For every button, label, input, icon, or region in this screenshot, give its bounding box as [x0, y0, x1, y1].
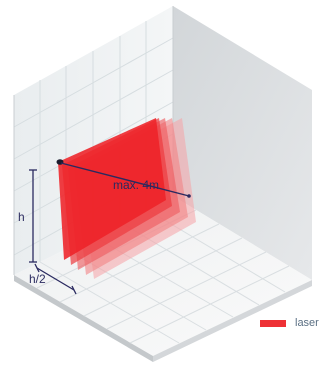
height-label: h — [18, 210, 25, 224]
floor-edge — [14, 275, 153, 362]
height-dimension — [29, 169, 37, 263]
laser-fan — [58, 118, 196, 279]
half-height-dimension — [34, 263, 77, 295]
legend: laser — [260, 316, 319, 330]
legend-label: laser — [295, 317, 319, 329]
legend-swatch — [260, 319, 286, 327]
range-line — [60, 162, 190, 197]
range-label: max. 4m — [113, 178, 160, 192]
floor-edge-right — [153, 280, 312, 362]
right-wall — [173, 6, 312, 280]
laser-plane-main — [58, 118, 166, 260]
range-endpoint — [187, 194, 191, 198]
half-height-label: h/2 — [29, 272, 46, 286]
